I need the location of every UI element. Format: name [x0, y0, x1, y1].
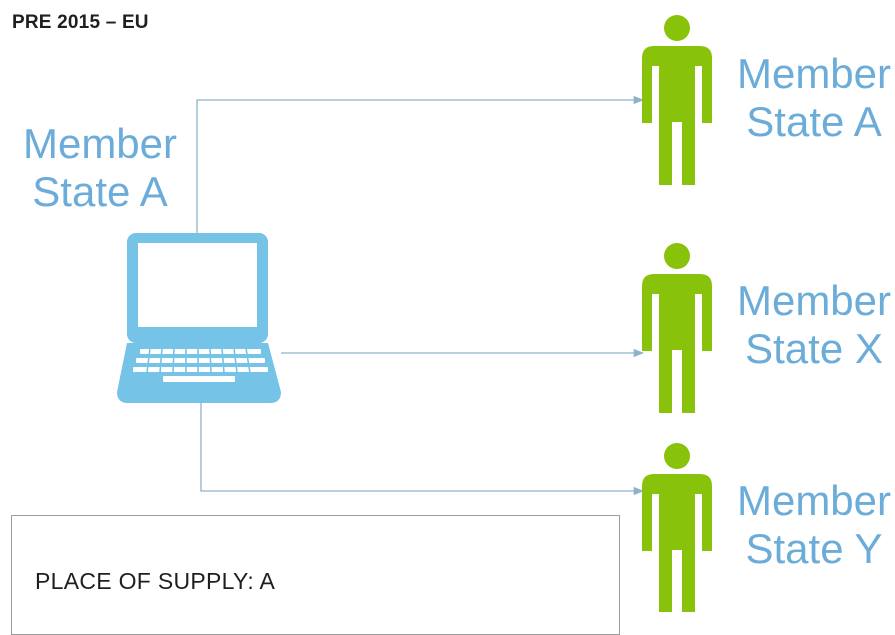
target-label-line2: State Y: [745, 525, 883, 572]
target-label-line2: State A: [746, 98, 882, 145]
target-label-member-state-x: Member State X: [734, 277, 894, 373]
person-icon: [642, 15, 712, 185]
target-label-line1: Member: [736, 477, 892, 524]
laptop-icon: [117, 233, 281, 403]
target-label-line1: Member: [736, 50, 892, 97]
person-icon: [642, 243, 712, 413]
diagram-page: PRE 2015 – EU Member State A: [10, 12, 894, 635]
arrow-to-member-state-a: [196, 95, 645, 235]
arrow-to-member-state-y: [200, 402, 645, 496]
page-title: PRE 2015 – EU: [12, 12, 149, 33]
source-label-line2: State A: [32, 168, 168, 215]
place-of-supply-text: PLACE OF SUPPLY: A: [35, 568, 276, 594]
target-label-line2: State X: [745, 325, 883, 372]
target-label-member-state-y: Member State Y: [734, 477, 894, 573]
source-label: Member State A: [10, 120, 190, 216]
flow-diagram: [117, 15, 712, 612]
person-icon: [642, 443, 712, 612]
source-label-line1: Member: [22, 120, 178, 167]
target-label-line1: Member: [736, 277, 892, 324]
target-label-member-state-a: Member State A: [734, 50, 894, 146]
